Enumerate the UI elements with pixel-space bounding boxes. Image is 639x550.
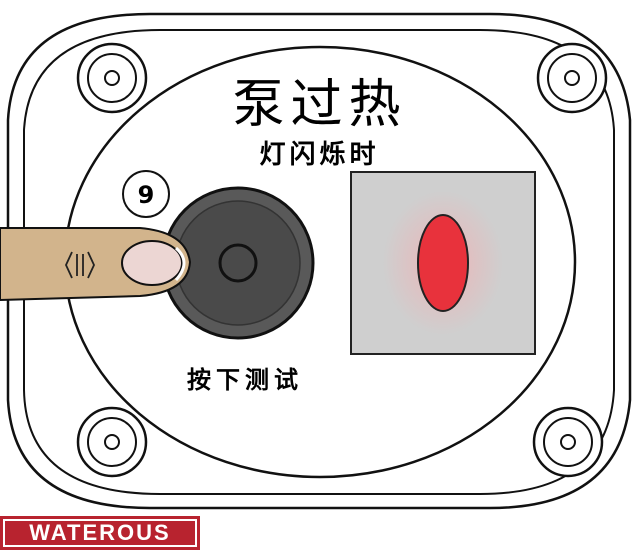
press-indicator-icon: [65, 251, 95, 279]
subtitle: 灯闪烁时: [259, 140, 380, 170]
bolt-icon: [536, 42, 608, 114]
step-number: 9: [137, 181, 155, 209]
step-circle: [122, 170, 170, 218]
panel-housing: [0, 12, 632, 510]
brand-text: WATEROUS: [5, 521, 195, 545]
brand-logo: WATEROUS: [0, 516, 200, 550]
gauge-panel-diagram: 泵过热 灯闪烁时 9 按下测试 WATEROUS: [0, 12, 632, 550]
bolt-icon: [76, 42, 148, 114]
pointing-finger-icon: [0, 227, 192, 302]
page-title: 泵过热: [232, 75, 407, 135]
bolt-icon: [76, 406, 148, 478]
indicator-light: [417, 214, 469, 312]
test-button[interactable]: [161, 186, 315, 340]
bolt-icon: [532, 406, 604, 478]
button-label: 按下测试: [187, 366, 303, 394]
